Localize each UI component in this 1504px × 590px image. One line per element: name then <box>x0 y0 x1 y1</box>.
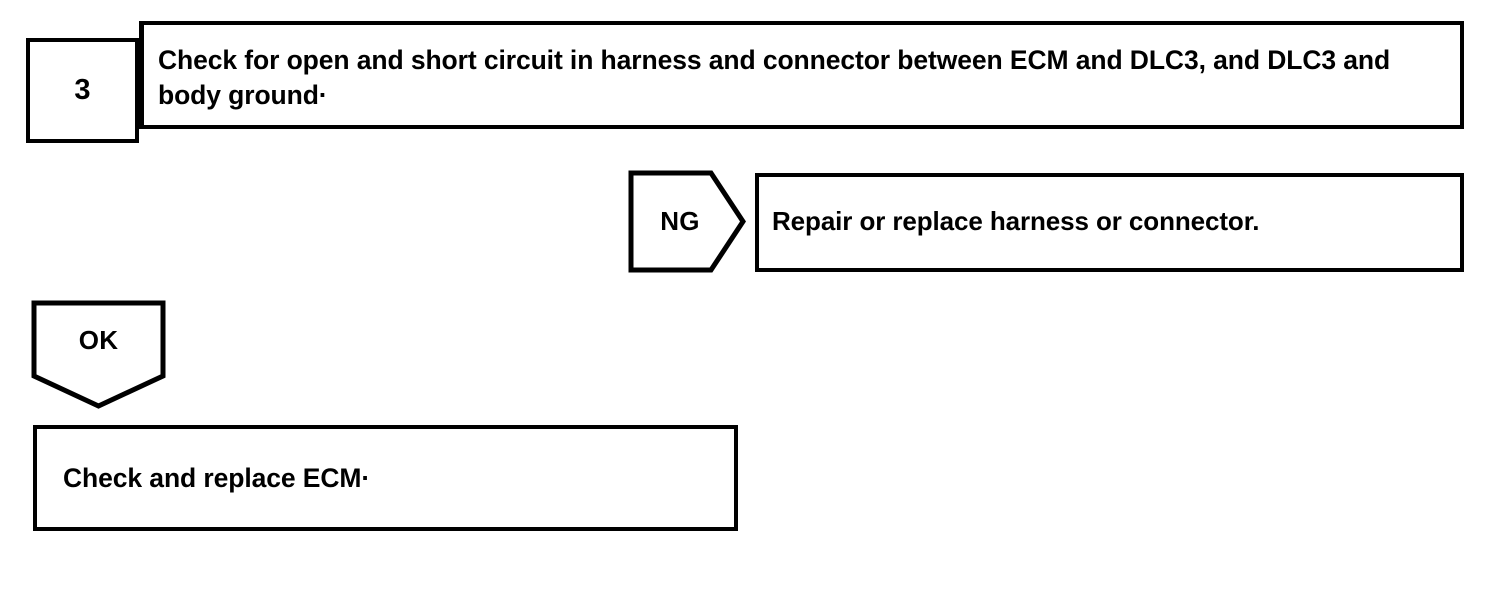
ng-result-box: Repair or replace harness or connector. <box>755 173 1464 272</box>
final-action-box: Check and replace ECM· <box>33 425 738 531</box>
ok-pentagon-shape <box>31 300 166 409</box>
step-instruction-box: Check for open and short circuit in harn… <box>139 21 1464 129</box>
ok-branch-pentagon <box>31 300 166 409</box>
step-instruction-text: Check for open and short circuit in harn… <box>158 45 1391 111</box>
ok-branch-label: OK <box>78 324 119 355</box>
step-number-cell: 3 <box>26 38 139 143</box>
final-action-text: Check and replace ECM· <box>63 463 371 493</box>
ng-result-text: Repair or replace harness or connector. <box>772 206 1260 236</box>
ng-branch-label: NG <box>660 206 700 236</box>
ng-branch-pentagon <box>628 170 746 273</box>
ng-pentagon-shape <box>628 170 746 273</box>
step-number-label: 3 <box>74 74 91 106</box>
